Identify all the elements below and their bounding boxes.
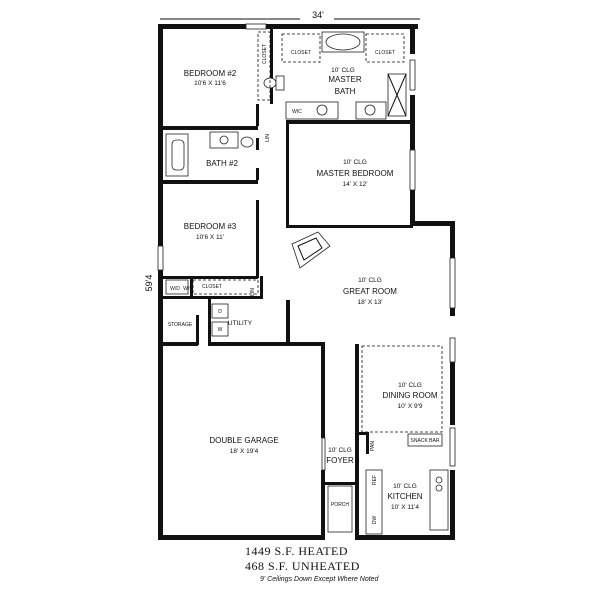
master-bedroom-size: 14' X 12' [343, 181, 368, 188]
porch-name: PORCH [331, 502, 349, 508]
ref-label: REF [372, 475, 378, 485]
master-bedroom-name: MASTER BEDROOM [317, 169, 394, 178]
fixtures [165, 31, 449, 535]
garage-size: 18' X 19'4 [230, 448, 259, 455]
lin-label-b: LIN [250, 288, 256, 296]
depth-dimension: 59'4 [144, 275, 154, 292]
bath2-name: BATH #2 [206, 159, 238, 168]
windows [157, 23, 456, 467]
master-bath-name-2: BATH [335, 87, 356, 96]
great-room-size: 18' X 13' [358, 299, 383, 306]
bedroom2-name: BEDROOM #2 [184, 69, 237, 78]
ws-label: W/S [183, 286, 193, 292]
bedroom3-size: 10'6 X 11' [196, 234, 224, 241]
utility-name: UTILITY [228, 320, 253, 327]
great-room-name: GREAT ROOM [343, 287, 397, 296]
interior-walls [163, 29, 413, 540]
wic-label: WIC [292, 109, 302, 115]
washer-label: W [218, 327, 223, 333]
closet-label-a: CLOSET [291, 50, 311, 56]
kitchen-clg: 10' CLG [393, 483, 417, 490]
width-dimension: 34' [312, 10, 324, 20]
kitchen-size: 10' X 11'4 [391, 504, 419, 511]
dining-size: 10' X 9'9 [398, 403, 423, 410]
room-labels: BEDROOM #2 10'6 X 11'6 10' CLG MASTER BA… [168, 67, 438, 511]
great-room-clg: 10' CLG [358, 277, 382, 284]
master-bath-name-1: MASTER [328, 75, 362, 84]
foyer-name: FOYER [326, 456, 354, 465]
unheated-area: 468 S.F. UNHEATED [245, 559, 360, 573]
dryer-label: D [218, 309, 222, 315]
wd-label: W/D [170, 286, 180, 292]
dining-name: DINING ROOM [382, 391, 437, 400]
kitchen-name: KITCHEN [387, 492, 422, 501]
foyer-clg: 10' CLG [328, 447, 352, 454]
closet-label-b: CLOSET [375, 50, 395, 56]
lin-label-a: LIN [265, 134, 271, 142]
heated-area: 1449 S.F. HEATED [245, 544, 349, 558]
dining-clg: 10' CLG [398, 382, 422, 389]
fixture-labels: CLOSET CLOSET CLOSET CLOSET WIC LIN LIN … [170, 44, 440, 524]
storage-name: STORAGE [168, 322, 193, 328]
closet-label-c: CLOSET [262, 44, 268, 64]
dw-label: DW [372, 516, 378, 525]
snack-bar-label: SNACK BAR [411, 438, 440, 444]
pan-label: PAN [370, 441, 376, 451]
bedroom3-name: BEDROOM #3 [184, 222, 237, 231]
exterior-walls [158, 24, 455, 540]
ceiling-note: 9' Ceilings Down Except Where Noted [260, 576, 379, 583]
bedroom2-size: 10'6 X 11'6 [194, 80, 226, 87]
garage-name: DOUBLE GARAGE [209, 436, 278, 445]
master-bedroom-clg: 10' CLG [343, 159, 367, 166]
closet-label-d: CLOSET [202, 284, 222, 290]
master-bath-clg: 10' CLG [331, 67, 355, 74]
